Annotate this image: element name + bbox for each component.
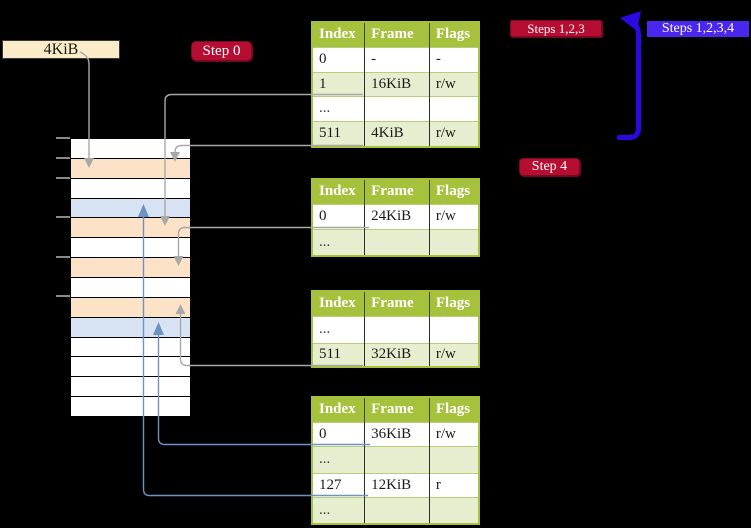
cell-frame — [364, 228, 430, 256]
page-table-3: Index Frame Flags ... 511 32KiB r/w — [311, 290, 480, 368]
cell-flags: r/w — [428, 120, 479, 147]
cell-index: ... — [312, 445, 365, 473]
memory-tick — [56, 216, 70, 218]
memory-row — [71, 356, 190, 377]
cell-frame: 32KiB — [364, 342, 430, 367]
col-header-frame: Frame — [364, 179, 430, 204]
table-row: ... — [312, 445, 479, 473]
table-row: 0 24KiB r/w — [312, 203, 479, 229]
cell-flags — [428, 496, 479, 524]
col-header-flags: Flags — [428, 397, 479, 422]
cell-flags — [428, 228, 479, 256]
cell-flags — [428, 315, 479, 343]
cell-frame: 24KiB — [364, 203, 430, 229]
memory-row — [71, 217, 190, 238]
memory-row — [71, 316, 190, 337]
cell-index: 0 — [312, 46, 365, 72]
cell-index: ... — [312, 315, 365, 343]
table-row: ... — [312, 95, 479, 121]
memory-tick — [56, 157, 70, 159]
table-row: ... — [312, 315, 479, 343]
col-header-frame: Frame — [364, 22, 430, 47]
memory-row — [71, 237, 190, 258]
step-4-label: Step 4 — [519, 158, 580, 176]
cell-index: 0 — [312, 421, 365, 446]
memory-row — [71, 157, 190, 178]
col-header-flags: Flags — [428, 179, 479, 204]
cell-index: 127 — [312, 472, 365, 497]
memory-tick — [56, 176, 70, 179]
steps-1234-label: Steps 1,2,3,4 — [647, 21, 749, 37]
cell-index: 0 — [312, 203, 365, 229]
memory-tick — [56, 295, 70, 297]
cell-flags: r/w — [428, 71, 479, 96]
cell-frame: 12KiB — [364, 472, 430, 497]
page-table-4: Index Frame Flags 0 36KiB r/w ... 127 12… — [311, 396, 480, 525]
physical-memory-column — [70, 138, 191, 417]
col-header-frame: Frame — [364, 397, 430, 422]
memory-tick — [56, 137, 70, 139]
page-table-1: Index Frame Flags 0 - - 1 16KiB r/w ... … — [311, 21, 480, 148]
memory-row — [71, 139, 190, 158]
cell-flags: r/w — [428, 421, 479, 446]
memory-tick — [56, 255, 70, 258]
cell-flags — [428, 95, 479, 121]
cell-frame: 16KiB — [364, 71, 430, 96]
cell-index: 511 — [312, 342, 365, 367]
cell-frame — [364, 445, 430, 473]
col-header-flags: Flags — [428, 22, 479, 47]
cell-frame: 36KiB — [364, 421, 430, 446]
cell-index: 511 — [312, 120, 365, 147]
col-header-index: Index — [312, 179, 365, 204]
table-row: ... — [312, 228, 479, 256]
table-row: 1 16KiB r/w — [312, 71, 479, 96]
steps-1234-arrowhead — [620, 11, 641, 31]
table-row: 0 36KiB r/w — [312, 421, 479, 446]
cell-index: ... — [312, 228, 365, 256]
page-table-2: Index Frame Flags 0 24KiB r/w ... — [311, 178, 480, 257]
cell-frame — [364, 496, 430, 524]
cell-frame — [364, 95, 430, 121]
table-row: 511 32KiB r/w — [312, 342, 479, 367]
memory-row — [71, 197, 190, 218]
col-header-index: Index — [312, 397, 365, 422]
col-header-index: Index — [312, 291, 365, 316]
memory-row — [71, 396, 190, 417]
col-header-index: Index — [312, 22, 365, 47]
table-row-highlighted: 511 4KiB r/w — [312, 120, 479, 147]
cell-index: 1 — [312, 71, 365, 96]
cell-flags — [428, 445, 479, 473]
col-header-flags: Flags — [428, 291, 479, 316]
cell-index: ... — [312, 496, 365, 524]
memory-row — [71, 296, 190, 317]
cell-flags: - — [428, 46, 479, 72]
cell-flags: r/w — [428, 342, 479, 367]
cell-frame — [364, 315, 430, 343]
table-row: 0 - - — [312, 46, 479, 72]
memory-row — [71, 257, 190, 278]
cell-frame: - — [364, 46, 430, 72]
cell-index: ... — [312, 95, 365, 121]
table-row: ... — [312, 496, 479, 524]
cell-frame: 4KiB — [364, 120, 430, 147]
steps-1234-arrow — [616, 20, 641, 140]
memory-row — [71, 277, 190, 297]
cell-flags: r — [428, 472, 479, 497]
cell-flags: r/w — [428, 203, 479, 229]
steps-123-label: Steps 1,2,3 — [510, 20, 602, 37]
memory-row — [71, 376, 190, 397]
page-size-box: 4KiB — [2, 40, 120, 59]
memory-row — [71, 177, 190, 198]
table-row: 127 12KiB r — [312, 472, 479, 497]
step-0-label: Step 0 — [191, 41, 252, 61]
memory-row — [71, 336, 190, 357]
col-header-frame: Frame — [364, 291, 430, 316]
